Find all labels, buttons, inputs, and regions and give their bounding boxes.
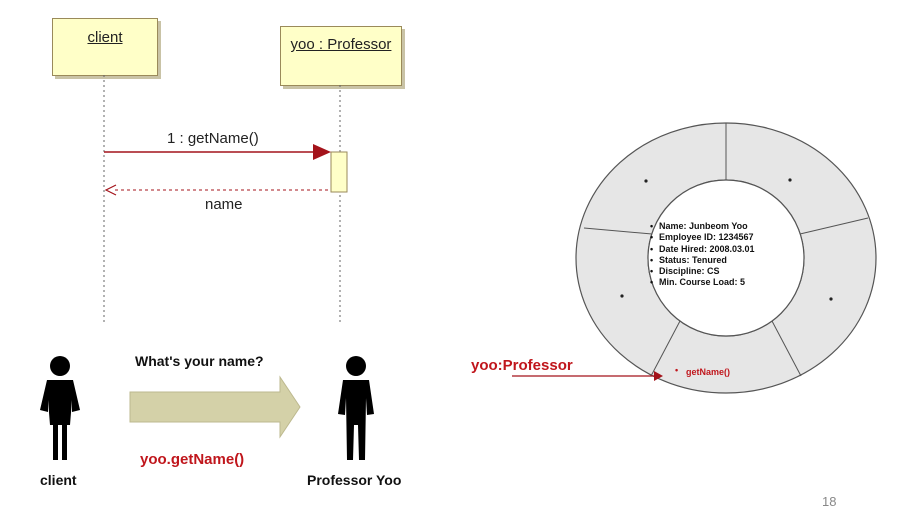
segment-dot — [644, 179, 648, 183]
return-message-label: name — [205, 196, 243, 213]
lifeline-client-box: client — [52, 18, 158, 76]
object-label: yoo:Professor — [471, 357, 573, 374]
method-label: getName() — [686, 367, 731, 377]
segment-dot — [788, 178, 792, 182]
ring-divider — [799, 217, 869, 235]
client-caption: client — [40, 472, 77, 488]
attribute-item: Name: Junbeom Yoo — [650, 221, 755, 232]
question-label: What's your name? — [135, 353, 264, 369]
method-pointer-arrowhead — [654, 371, 663, 381]
page-number: 18 — [822, 494, 837, 509]
segment-dot — [829, 297, 833, 301]
method-bullet: • — [675, 365, 679, 375]
attribute-item: Min. Course Load: 5 — [650, 277, 755, 288]
ring-divider — [771, 320, 802, 377]
return-arrowhead — [104, 184, 117, 196]
ring-divider — [650, 320, 681, 377]
professor-caption: Professor Yoo — [307, 472, 402, 488]
analogy-arrow — [129, 375, 301, 439]
attribute-item: Status: Tenured — [650, 255, 755, 266]
attribute-item: Date Hired: 2008.03.01 — [650, 244, 755, 255]
lifeline-professor-label: yoo : Professor — [290, 36, 392, 53]
professor-person-icon — [338, 356, 374, 460]
ring-divider — [583, 227, 653, 235]
lifeline-client-label: client — [87, 29, 123, 46]
call-arrowhead — [313, 144, 331, 160]
client-person-icon — [40, 356, 80, 460]
activation-bar — [330, 151, 348, 193]
attribute-item: Employee ID: 1234567 — [650, 232, 755, 243]
call-message-label: 1 : getName() — [167, 130, 259, 147]
attribute-item: Discipline: CS — [650, 266, 755, 277]
lifeline-professor-box: yoo : Professor — [280, 26, 402, 86]
attribute-list: Name: Junbeom Yoo Employee ID: 1234567 D… — [650, 221, 755, 289]
segment-dot — [620, 294, 624, 298]
method-call-code: yoo.getName() — [140, 451, 245, 468]
